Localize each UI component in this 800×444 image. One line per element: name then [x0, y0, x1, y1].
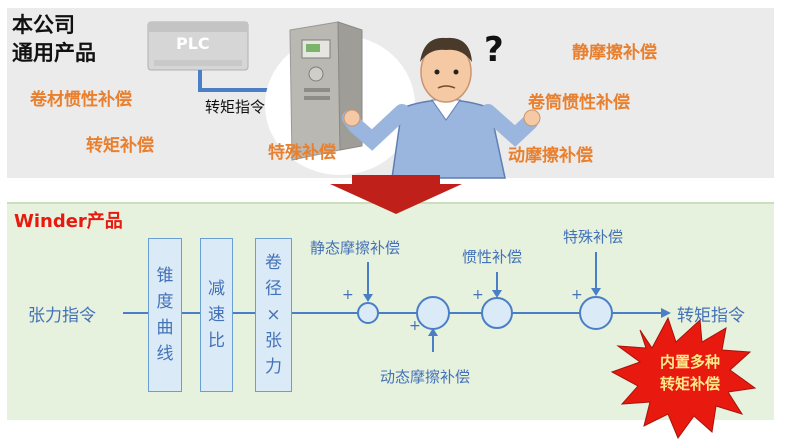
gear-ratio-block: 减 速 比: [200, 238, 233, 392]
question-mark: ?: [484, 30, 504, 70]
torque-command-output-label: 转矩指令: [677, 306, 745, 326]
dynamic-friction-comp-label: 动态摩擦补偿: [380, 368, 471, 386]
arrowheads: [363, 288, 671, 336]
burst-text: 内置多种 转矩补偿: [650, 351, 730, 395]
signal-flow: [123, 252, 661, 352]
special-comp-label: 特殊补偿: [563, 228, 624, 246]
plus-sign-special: +: [571, 287, 583, 303]
signal-line: [198, 70, 290, 92]
inertia-comp-label: 惯性补偿: [462, 248, 523, 266]
comp-reel-inertia: 卷筒惯性补偿: [528, 93, 630, 113]
summing-junction-inertia: [481, 297, 513, 329]
comp-dynamic-friction: 动摩擦补偿: [508, 146, 593, 166]
highlight-burst: [610, 316, 757, 440]
plus-sign-dynamic: +: [409, 318, 421, 334]
plus-sign-static: +: [342, 287, 354, 303]
transition-arrow-icon: [330, 175, 462, 214]
comp-static-friction: 静摩擦补偿: [572, 43, 657, 63]
top-title-line2: 通用产品: [12, 41, 96, 65]
burst-line1: 内置多种: [659, 353, 720, 371]
torque-command-label: 转矩指令: [205, 98, 266, 116]
comp-torque: 转矩补偿: [86, 136, 154, 156]
summing-junction-special: [579, 296, 613, 330]
winder-title: Winder产品: [14, 211, 123, 232]
comp-special-top: 特殊补偿: [268, 143, 336, 163]
static-friction-comp-label: 静态摩擦补偿: [310, 239, 401, 257]
taper-curve-block: 锥 度 曲 线: [148, 238, 182, 392]
diameter-tension-block: 卷 径 × 张 力: [255, 238, 292, 392]
plc-label: PLC: [176, 34, 210, 53]
tension-command-label: 张力指令: [28, 306, 96, 326]
summing-junction-dynamic: [416, 296, 450, 330]
plc-unit-icon: [147, 21, 249, 71]
burst-line2: 转矩补偿: [659, 375, 720, 393]
confused-worker-icon: [342, 37, 541, 179]
summing-junction-static: [357, 302, 379, 324]
plus-sign-inertia: +: [472, 287, 484, 303]
comp-coil-inertia: 卷材惯性补偿: [30, 90, 132, 110]
top-title-line1: 本公司: [12, 13, 75, 37]
